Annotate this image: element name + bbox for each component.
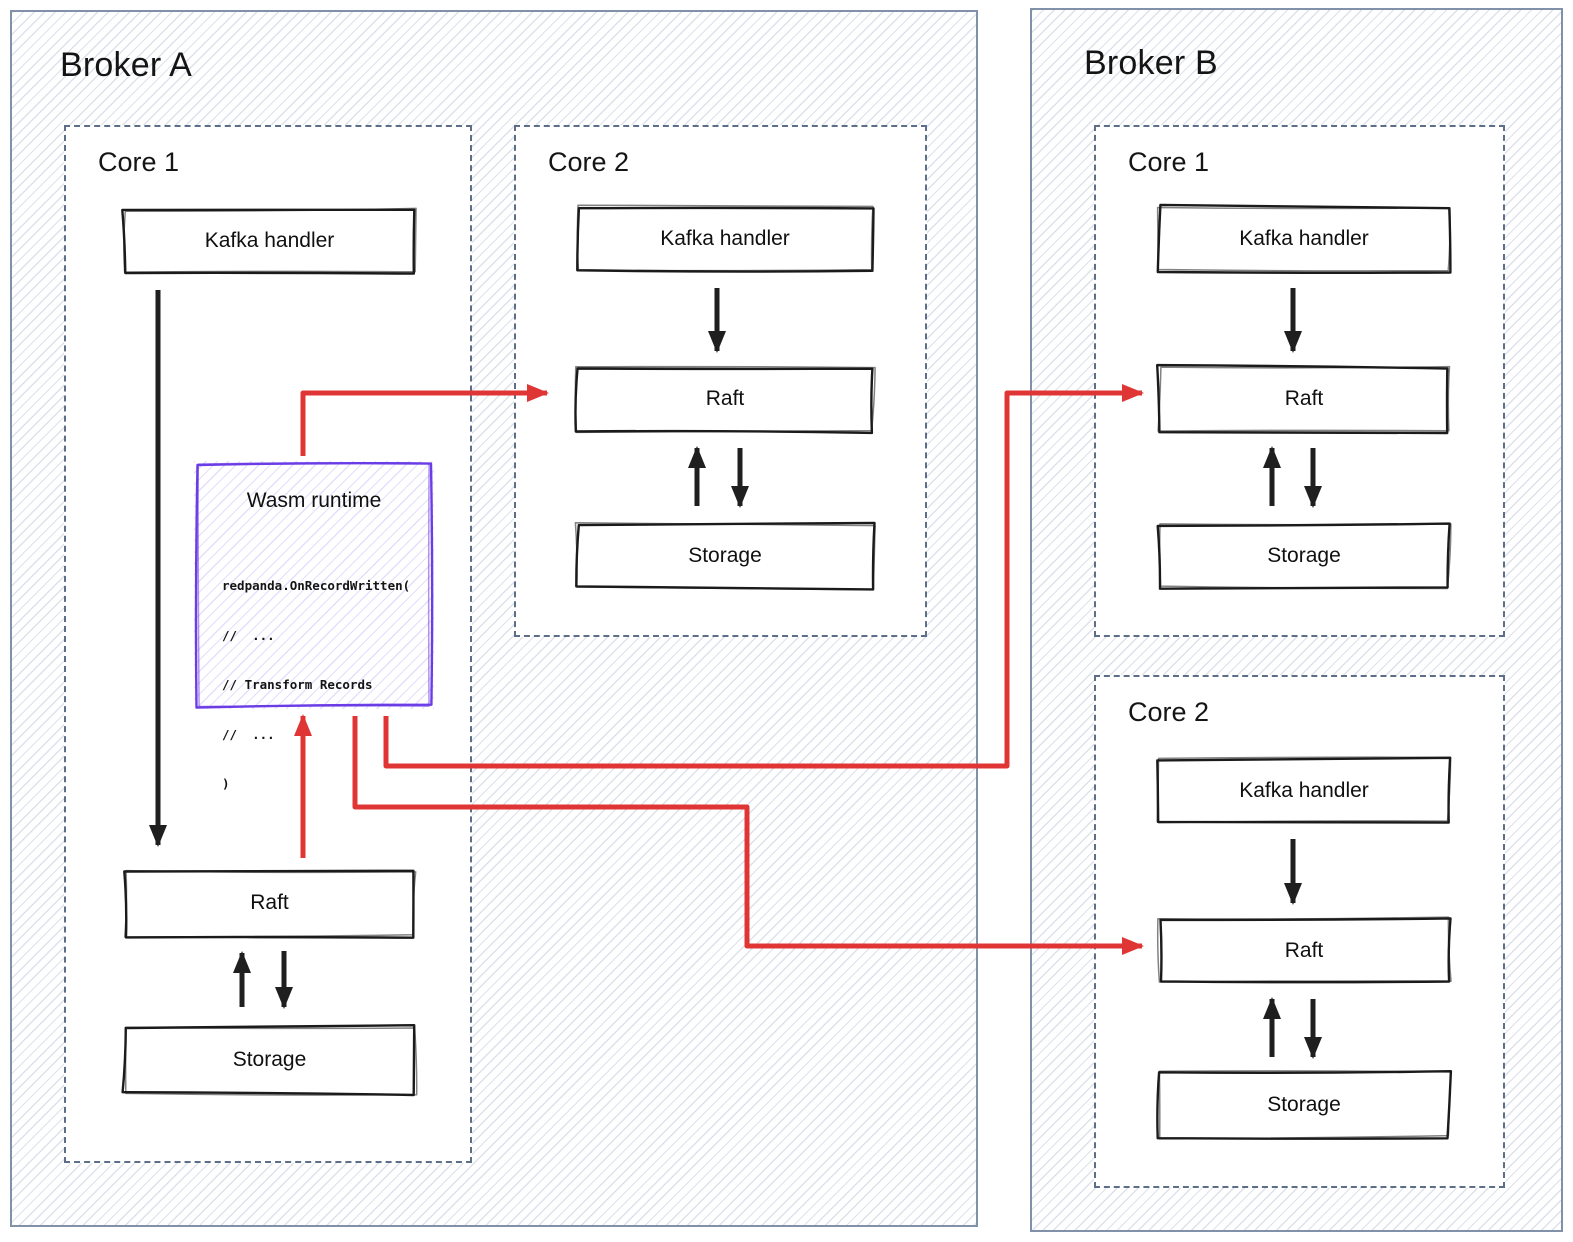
raft-box-b1: Raft: [1156, 363, 1452, 435]
raft-label: Raft: [1284, 939, 1324, 962]
storage-label: Storage: [1267, 1093, 1341, 1116]
kafka-handler-label: Kafka handler: [1239, 779, 1369, 802]
raft-label: Raft: [250, 891, 289, 914]
storage-box-a1: Storage: [121, 1024, 418, 1097]
kafka-handler-box-b1: Kafka handler: [1156, 203, 1452, 275]
raft-box-a2: Raft: [574, 364, 876, 435]
core-b1-panel: Core 1 Kafka handler Raft Storage: [1094, 125, 1505, 637]
core-a2-panel: Core 2 Kafka handler Raft Storage: [514, 125, 927, 637]
storage-box-b2: Storage: [1156, 1070, 1453, 1140]
core-b2-panel: Core 2 Kafka handler Raft Storage: [1094, 675, 1505, 1188]
core-b2-title: Core 2: [1128, 697, 1210, 727]
kafka-handler-box-a2: Kafka handler: [574, 204, 876, 274]
core-a2-title: Core 2: [548, 147, 630, 177]
kafka-handler-label: Kafka handler: [204, 229, 335, 252]
kafka-handler-label: Kafka handler: [660, 227, 790, 250]
storage-label: Storage: [688, 544, 762, 567]
core-b1-title: Core 1: [1128, 147, 1210, 177]
storage-box-b1: Storage: [1156, 521, 1452, 591]
code-line: // ...: [222, 627, 275, 643]
broker-a-title: Broker A: [60, 46, 192, 84]
storage-label: Storage: [1267, 544, 1341, 567]
broker-b-title: Broker B: [1084, 44, 1218, 82]
kafka-handler-label: Kafka handler: [1239, 227, 1369, 250]
broker-a-container: Broker A Core 1 Kafka handler Wasm runti…: [10, 10, 978, 1227]
storage-label: Storage: [232, 1048, 307, 1071]
raft-label: Raft: [705, 387, 745, 410]
code-line: redpanda.OnRecordWritten(: [222, 578, 411, 593]
code-line: // Transform Records: [222, 677, 373, 692]
code-line: ): [222, 776, 230, 791]
core-a1-title: Core 1: [98, 147, 180, 177]
storage-box-a2: Storage: [574, 521, 876, 591]
wasm-code-snippet: redpanda.OnRecordWritten( // ... // Tran…: [222, 545, 410, 826]
wasm-runtime-box: Wasm runtime redpanda.OnRecordWritten( /…: [194, 461, 434, 791]
core-a1-panel: Core 1 Kafka handler Wasm runtime redpan…: [64, 125, 472, 1163]
raft-box-b2: Raft: [1156, 916, 1452, 986]
raft-box-a1: Raft: [121, 867, 418, 939]
broker-b-container: Broker B Core 1 Kafka handler Raft Stora…: [1030, 8, 1563, 1232]
code-line: // ...: [222, 726, 275, 742]
kafka-handler-box-b2: Kafka handler: [1156, 756, 1452, 826]
raft-label: Raft: [1284, 387, 1324, 410]
wasm-runtime-title: Wasm runtime: [246, 489, 382, 512]
kafka-handler-box-a1: Kafka handler: [121, 207, 418, 275]
